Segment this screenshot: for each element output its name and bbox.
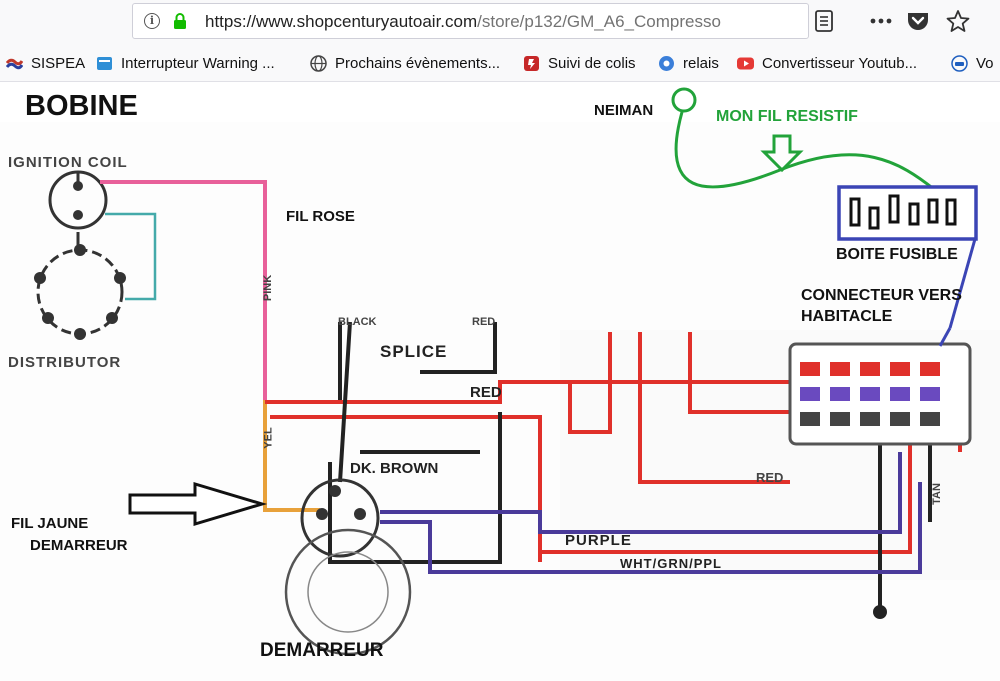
hollow-arrow-annotation (128, 481, 268, 527)
star-icon[interactable] (945, 8, 971, 34)
schematic-distributor: DISTRIBUTOR (8, 354, 122, 371)
bookmark-interrupteur[interactable]: Interrupteur Warning ... (96, 52, 275, 74)
pocket-icon[interactable] (906, 8, 930, 34)
navigation-toolbar: i https://www.shopcenturyautoair.com/sto… (0, 0, 1000, 44)
url-main: https://www.shopcenturyautoair.com (205, 12, 478, 31)
schematic-purple: PURPLE (565, 532, 632, 549)
url-text[interactable]: https://www.shopcenturyautoair.com/store… (205, 12, 725, 32)
sispea-icon (6, 58, 23, 69)
schematic-red: RED (470, 384, 502, 401)
bookmark-label: Suivi de colis (548, 54, 636, 72)
info-icon[interactable]: i (144, 13, 160, 29)
relay-icon (524, 55, 539, 71)
url-bar[interactable]: i https://www.shopcenturyautoair.com/sto… (132, 3, 809, 39)
bookmark-label: SISPEA (31, 54, 86, 72)
more-icon[interactable] (868, 8, 894, 34)
schematic-pink: PINK (262, 274, 275, 302)
globe-icon (310, 54, 327, 72)
wiring-schematic (0, 87, 1000, 681)
bookmark-label: Convertisseur Youtub... (762, 54, 918, 72)
bookmark-convertisseur[interactable]: Convertisseur Youtub... (737, 52, 917, 74)
fuse-box-annotation (837, 185, 978, 347)
page-icon (97, 56, 112, 70)
bookmark-label: relais (683, 54, 719, 72)
bookmark-suivi-colis[interactable]: Suivi de colis (523, 52, 636, 74)
connector-block (788, 342, 972, 446)
bookmark-label: Interrupteur Warning ... (121, 54, 275, 72)
bookmark-relais[interactable]: relais (658, 52, 719, 74)
bookmark-vo[interactable]: Vo (951, 52, 994, 74)
purple-wires (380, 452, 922, 574)
ignition-coil-symbol (48, 170, 157, 301)
label-fil-rose: FIL ROSE (286, 208, 355, 225)
distributor-symbol (34, 232, 126, 340)
reader-view-icon[interactable] (814, 10, 834, 32)
dark-wires (328, 321, 932, 619)
label-mon-fil-resistif: MON FIL RESISTIF (716, 108, 858, 125)
bookmark-sispea[interactable]: SISPEA (6, 52, 85, 74)
schematic-red-top: RED (472, 316, 496, 328)
url-path: /store/p132/GM_A6_Compresso (477, 12, 721, 31)
label-boite-fusible: BOITE FUSIBLE (836, 246, 958, 263)
label-fil-jaune: FIL JAUNE (11, 515, 89, 532)
schematic-black: BLACK (338, 316, 377, 328)
schematic-yel: YEL (262, 427, 275, 449)
lock-icon[interactable] (171, 12, 189, 30)
starter-motor-symbol (284, 478, 412, 656)
schematic-dk-brown: DK. BROWN (350, 460, 439, 477)
label-neiman: NEIMAN (594, 102, 654, 119)
bookmark-prochains[interactable]: Prochains évènements... (310, 52, 500, 74)
label-connecteur: CONNECTEUR VERS (801, 287, 962, 304)
bookmark-label: Vo (976, 54, 994, 72)
label-habitacle: HABITACLE (801, 308, 893, 325)
schematic-ignition-coil: IGNITION COIL (8, 154, 128, 171)
pink-wire (100, 180, 267, 400)
bookmarks-toolbar: SISPEA Interrupteur Warning ... Prochain… (0, 44, 1000, 82)
relais-icon (659, 55, 674, 71)
schematic-wht-grn-ppl: WHT/GRN/PPL (620, 556, 722, 571)
youtube-icon (737, 57, 754, 69)
schematic-red-right: RED (756, 470, 784, 485)
wiring-diagram-page: BOBINE FIL ROSE FIL JAUNE DEMARREUR DEMA… (0, 82, 1000, 681)
resistive-wire-annotation (671, 87, 936, 192)
schematic-splice: SPLICE (380, 342, 448, 361)
label-demarreur: DEMARREUR (260, 640, 384, 661)
label-bobine: BOBINE (25, 90, 138, 122)
schematic-tan: TAN (930, 483, 943, 505)
bookmark-label: Prochains évènements... (335, 54, 501, 72)
label-fil-jaune-demarreur: DEMARREUR (30, 537, 128, 554)
car-icon (951, 54, 968, 72)
